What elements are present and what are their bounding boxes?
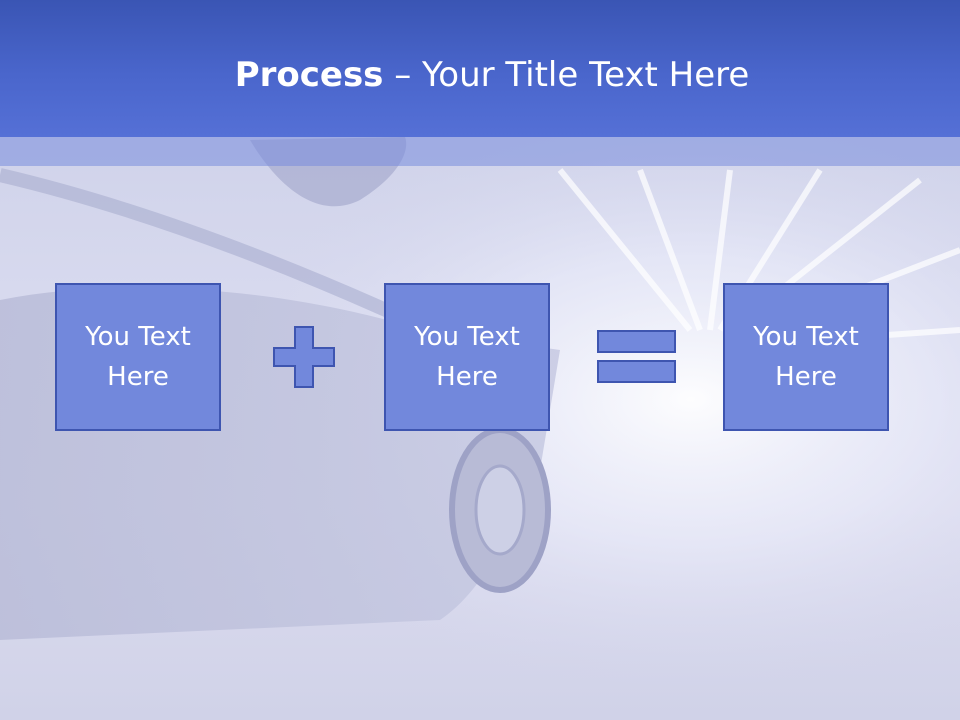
title-rest: – Your Title Text Here — [383, 55, 750, 95]
title-bold: Process — [234, 55, 384, 95]
process-box-2-label: You Text Here — [414, 322, 520, 392]
title-bar — [0, 0, 960, 137]
process-box-3-label: You Text Here — [753, 322, 859, 392]
process-box-2[interactable]: You Text Here — [384, 283, 550, 431]
slide-title[interactable]: Process – Your Title Text Here — [0, 52, 960, 98]
equals-icon — [597, 330, 676, 383]
process-box-3[interactable]: You Text Here — [723, 283, 889, 431]
title-band — [0, 137, 960, 166]
plus-icon — [273, 326, 335, 388]
process-box-1[interactable]: You Text Here — [55, 283, 221, 431]
process-box-1-label: You Text Here — [85, 322, 191, 392]
